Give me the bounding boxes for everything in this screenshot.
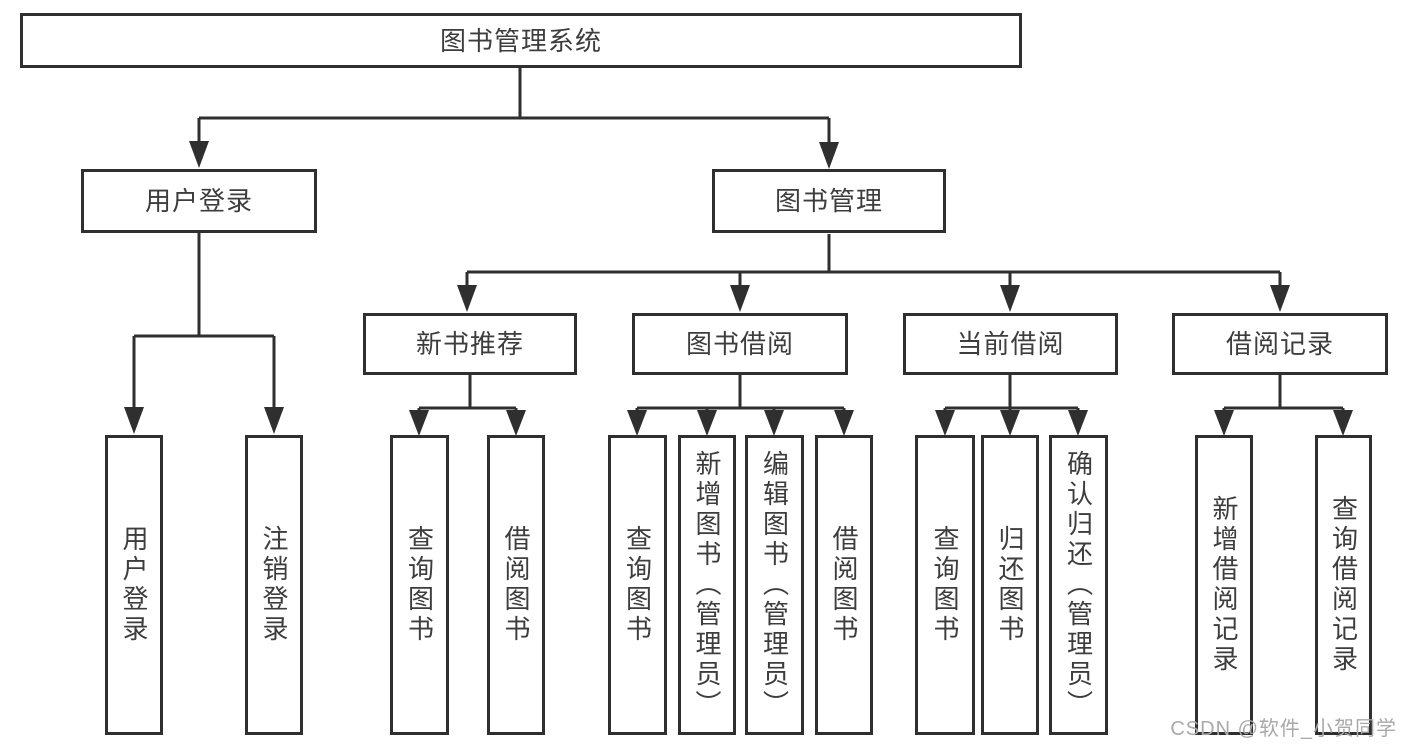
node-new-book-recommend: 新书推荐 [363, 313, 577, 375]
arrowhead-current-borrow [1000, 285, 1020, 312]
connector-new-book-rec-to-children [409, 375, 526, 436]
arrowhead-book-management [819, 142, 839, 169]
arrowhead-logout-leaf [264, 407, 284, 434]
node-leaf-br-query-record: 查询借阅记录 [1315, 435, 1372, 735]
node-book-borrow: 图书借阅 [632, 313, 848, 375]
node-borrow-records: 借阅记录 [1172, 313, 1388, 375]
connector-book-borrow-to-children [627, 375, 854, 436]
arrowhead-borrow-records [1270, 285, 1290, 312]
arrowhead-book-borrow [730, 285, 750, 312]
arrowhead-user-login [189, 141, 209, 168]
node-leaf-bb-add-book-admin: 新增图书（管理员） [678, 435, 736, 735]
node-leaf-nb-borrow-book: 借阅图书 [487, 435, 545, 735]
arrowhead-user-login-leaf [124, 407, 144, 434]
connector-book-management-to-level3 [457, 234, 1290, 312]
node-leaf-bb-borrow-book: 借阅图书 [815, 435, 873, 735]
connector-user-login-to-children [124, 233, 284, 434]
node-leaf-br-add-record: 新增借阅记录 [1195, 435, 1253, 735]
csdn-watermark: CSDN @软件_小贺同学 [1170, 718, 1397, 740]
node-current-borrow: 当前借阅 [903, 313, 1118, 375]
node-root-system: 图书管理系统 [20, 13, 1022, 68]
node-leaf-bb-edit-book-admin: 编辑图书（管理员） [745, 435, 804, 735]
connector-borrow-records-to-children [1214, 375, 1353, 436]
node-leaf-nb-query-book: 查询图书 [390, 435, 449, 735]
node-leaf-user-login: 用户登录 [105, 435, 163, 735]
node-leaf-logout: 注销登录 [245, 435, 303, 735]
connector-current-borrow-to-children [935, 375, 1088, 436]
node-leaf-cb-query-book: 查询图书 [915, 435, 975, 735]
connector-root-to-level2 [189, 68, 839, 169]
arrowhead-new-book-rec [457, 285, 477, 312]
node-leaf-bb-query-book: 查询图书 [608, 435, 667, 735]
node-leaf-cb-confirm-return-admin: 确认归还（管理员） [1049, 435, 1108, 735]
node-leaf-cb-return-book: 归还图书 [981, 435, 1039, 735]
node-user-login: 用户登录 [81, 169, 317, 233]
node-book-management: 图书管理 [712, 169, 946, 233]
